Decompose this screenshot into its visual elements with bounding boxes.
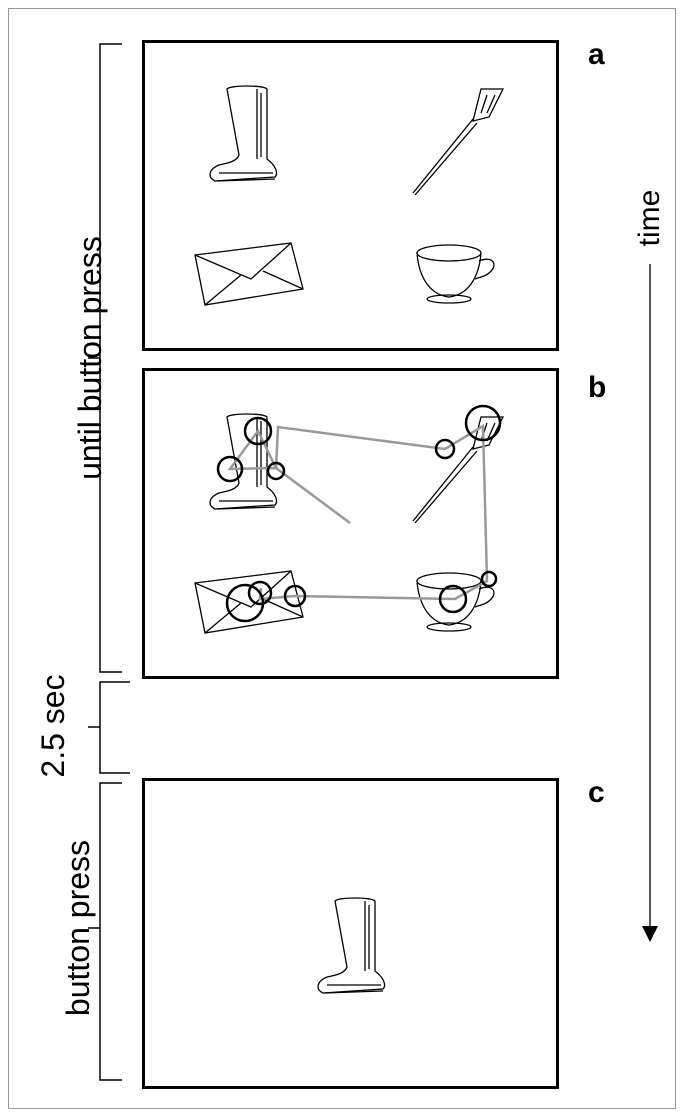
panel-letter-a: a xyxy=(588,38,605,71)
fixation-circle xyxy=(216,455,244,483)
bracket-until xyxy=(88,43,122,673)
panel-b xyxy=(142,368,559,679)
fixation-circle xyxy=(283,584,307,608)
label-2-5-sec: 2.5 sec xyxy=(35,674,71,778)
envelope-icon xyxy=(194,570,304,634)
time-label: time xyxy=(633,189,666,247)
panel-letter-c: c xyxy=(588,776,605,809)
fixation-circle xyxy=(243,416,273,446)
boot-icon xyxy=(209,85,278,182)
fixation-circle xyxy=(247,580,273,606)
label-until-button-press: until button press xyxy=(72,236,108,480)
teacup-icon xyxy=(416,244,495,304)
screwdriver-icon xyxy=(412,88,505,196)
bracket-interval xyxy=(88,681,130,774)
fixation-circles xyxy=(216,404,502,623)
envelope-icon xyxy=(194,242,304,306)
figure-frame xyxy=(8,8,676,1109)
fixation-circle xyxy=(225,583,265,623)
bracket-press xyxy=(88,782,122,1081)
boot-icon xyxy=(317,897,386,994)
fixation-circle xyxy=(438,584,468,614)
label-button-press: button press xyxy=(60,839,96,1017)
time-arrow xyxy=(642,264,658,942)
scanpath-overlay xyxy=(216,404,502,623)
fixation-circle xyxy=(480,570,498,588)
fixation-circle xyxy=(464,404,502,442)
fixation-circle xyxy=(266,461,286,481)
panel-letter-b: b xyxy=(588,371,607,404)
panel-c xyxy=(142,778,559,1089)
panel-a xyxy=(142,40,559,351)
scanpath-line xyxy=(227,423,489,601)
boot-icon xyxy=(209,413,278,510)
fixation-circle xyxy=(434,438,456,460)
